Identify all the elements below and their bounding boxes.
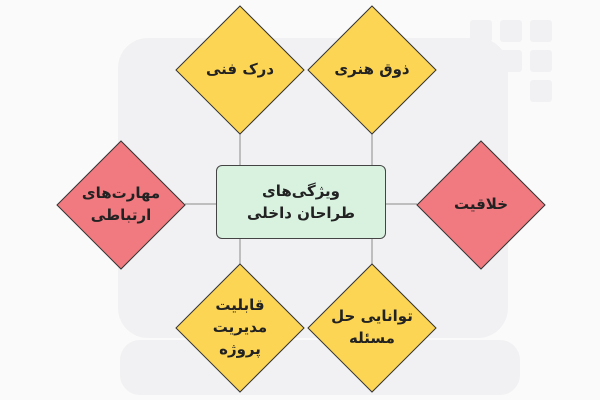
node-label-art-sense: ذوق هنری	[334, 60, 410, 79]
diamond-problem-solving	[307, 263, 437, 393]
node-label-creativity: خلاقیت	[453, 195, 509, 214]
node-label-problem-solving: توانایی حل مسئله	[331, 307, 413, 347]
center-node-label: ویژگی‌های طراحان داخلی	[246, 181, 356, 223]
diamond-communication-skills	[56, 140, 186, 270]
diamond-creativity	[416, 140, 546, 270]
node-label-communication-skills: مهارت‌های ارتباطی	[81, 184, 161, 224]
node-label-project-management: قابلیت مدیریت پروژه	[212, 296, 268, 358]
diamond-technical-understanding	[175, 5, 305, 135]
node-label-technical-understanding: درک فنی	[205, 60, 275, 79]
center-node: ویژگی‌های طراحان داخلی	[216, 165, 386, 239]
diamond-art-sense	[307, 5, 437, 135]
diamond-project-management	[175, 263, 305, 393]
